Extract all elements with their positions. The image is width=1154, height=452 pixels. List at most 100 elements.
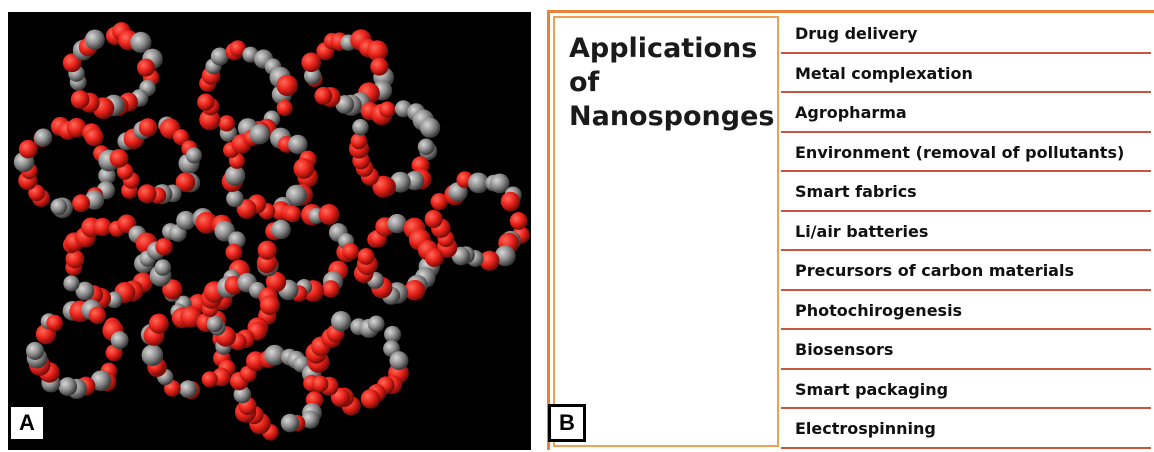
atom-sphere	[360, 389, 381, 409]
atom-sphere	[201, 371, 218, 388]
atom-sphere	[489, 173, 510, 194]
atom-sphere	[148, 313, 169, 334]
atom-sphere	[352, 118, 369, 136]
atom-sphere	[136, 58, 155, 77]
atom-sphere	[350, 132, 368, 150]
atom-sphere	[367, 315, 385, 333]
application-row: Li/air batteries	[781, 214, 1151, 251]
atom-sphere	[58, 377, 78, 396]
atom-sphere	[109, 148, 129, 168]
atom-sphere	[70, 90, 90, 109]
atom-sphere	[98, 167, 116, 185]
molecule-image-panel	[8, 12, 531, 450]
applications-table: Applications of Nanosponges Drug deliver…	[547, 10, 1154, 450]
atom-sphere	[271, 219, 291, 240]
atom-sphere	[137, 184, 157, 204]
atom-sphere	[293, 158, 315, 179]
atom-sphere	[90, 370, 112, 392]
atom-sphere	[370, 57, 389, 76]
atom-sphere	[195, 211, 218, 234]
application-row: Drug delivery	[781, 16, 1151, 54]
atom-sphere	[130, 31, 152, 53]
atom-sphere	[229, 40, 247, 57]
atom-sphere	[342, 243, 359, 260]
atom-sphere	[138, 118, 158, 137]
atom-sphere	[301, 52, 321, 73]
atom-sphere	[276, 99, 293, 116]
atom-sphere	[419, 117, 441, 138]
atom-sphere	[154, 259, 172, 276]
application-row: Metal complexation	[781, 56, 1151, 93]
application-row: Biosensors	[781, 332, 1151, 370]
atom-sphere	[494, 245, 516, 267]
atom-sphere	[155, 238, 173, 256]
atom-sphere	[84, 127, 104, 147]
atom-sphere	[197, 93, 215, 111]
atom-sphere	[259, 295, 280, 316]
atom-sphere	[141, 344, 164, 367]
atom-sphere	[110, 331, 129, 350]
atom-sphere	[285, 184, 308, 207]
atom-sphere	[331, 310, 352, 332]
atom-sphere	[284, 205, 302, 223]
atom-sphere	[424, 248, 444, 268]
atom-sphere	[424, 209, 443, 229]
atom-sphere	[176, 210, 196, 231]
atom-sphere	[366, 40, 389, 62]
atom-sphere	[72, 194, 91, 213]
atom-sphere	[264, 344, 286, 366]
application-row: Smart packaging	[781, 372, 1151, 409]
atom-sphere	[210, 47, 229, 66]
atom-sphere	[199, 109, 221, 131]
atom-sphere	[430, 193, 448, 211]
application-row: Environment (removal of pollutants)	[781, 135, 1151, 172]
atom-sphere	[379, 101, 396, 118]
atom-sphere	[467, 172, 489, 194]
application-row: Electrospinning	[781, 411, 1151, 449]
atom-sphere	[500, 191, 521, 212]
atom-sphere	[387, 213, 407, 234]
atom-sphere	[25, 341, 45, 360]
table-title: Applications of Nanosponges	[569, 33, 775, 132]
atom-sphere	[180, 306, 202, 328]
atom-sphere	[18, 139, 38, 159]
atom-sphere	[46, 314, 63, 332]
panel-label-b: B	[548, 404, 586, 442]
application-row: Photochirogenesis	[781, 293, 1151, 330]
atom-sphere	[226, 189, 244, 208]
atom-sphere	[63, 275, 80, 292]
atom-sphere	[175, 172, 196, 193]
atom-sphere	[173, 129, 190, 146]
atom-sphere	[224, 165, 246, 186]
application-row: Smart fabrics	[781, 174, 1151, 212]
atom-sphere	[75, 281, 95, 301]
atom-sphere	[417, 138, 435, 156]
atom-sphere	[66, 118, 87, 138]
application-row: Agropharma	[781, 95, 1151, 133]
atom-sphere	[93, 217, 112, 237]
panel-label-a: A	[8, 404, 46, 442]
atom-sphere	[318, 204, 340, 225]
atom-sphere	[84, 29, 105, 50]
atom-sphere	[218, 115, 235, 132]
atom-sphere	[322, 280, 340, 298]
atom-sphere	[50, 198, 68, 216]
atom-sphere	[404, 279, 426, 301]
atom-sphere	[479, 250, 500, 271]
atom-sphere	[162, 279, 183, 300]
atom-sphere	[249, 124, 270, 145]
atom-sphere	[288, 134, 308, 155]
atom-sphere	[372, 175, 395, 198]
application-row: Precursors of carbon materials	[781, 253, 1151, 291]
atom-sphere	[314, 86, 333, 105]
nanosponge-molecule-model	[13, 22, 530, 441]
atom-sphere	[88, 306, 107, 325]
atom-sphere	[301, 410, 320, 429]
atom-sphere	[236, 199, 257, 219]
atom-sphere	[185, 147, 202, 164]
atom-sphere	[357, 248, 375, 265]
atom-sphere	[257, 240, 277, 260]
atom-sphere	[389, 351, 409, 371]
atom-sphere	[179, 380, 197, 399]
atom-sphere	[65, 249, 85, 269]
